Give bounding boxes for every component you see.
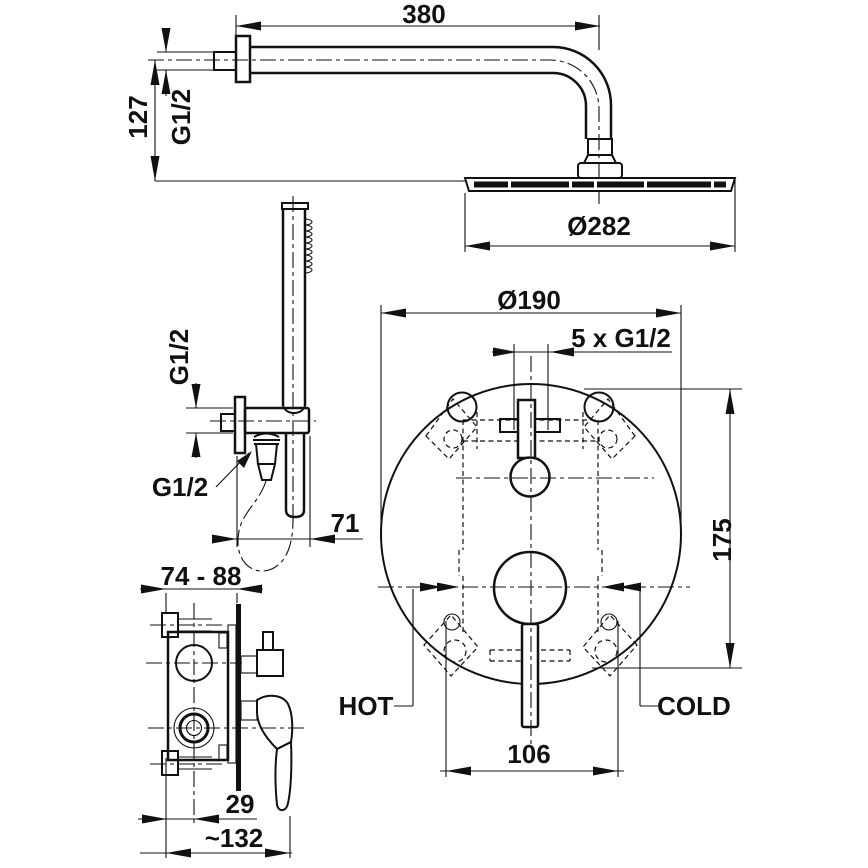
dimension-arm-height: 127 [123,60,465,182]
callout-hose-thread-label: G1/2 [152,472,208,502]
dim-arm-length-label: 380 [402,0,445,29]
dim-arm-height-label: 127 [123,95,153,138]
valve-cartridge-stem [240,700,258,721]
dimension-install-depth: 74 - 88 [140,561,263,612]
dim-head-diameter-label: Ø282 [567,211,631,241]
shower-arm [148,34,613,204]
dim-arm-thread-label: G1/2 [166,89,196,145]
holder-wall-nipple [220,413,236,432]
dim-inlet-spacing-label: 106 [507,739,550,769]
callout-cold: COLD [639,589,731,721]
valve-outlet-stem [262,631,274,651]
flush-plate [378,356,690,745]
callout-hose-thread: G1/2 [152,451,252,502]
dimension-valve-width: ~132 [140,758,292,858]
wand-taper [282,405,306,415]
valve-lever-body [256,694,294,751]
ear-bottom-right [582,613,638,677]
dimension-outlet-offset: 29 [138,789,257,824]
valve-body-box [166,630,230,762]
arm-wall-thread [213,51,237,71]
dim-connections-thread-label: 5 x G1/2 [571,323,671,353]
dim-install-depth-label: 74 - 88 [161,561,242,591]
dimension-holder-depth: 71 [212,436,363,547]
valve-lever-arm [274,740,293,811]
ear-bottom-left [423,613,479,677]
diverter-stem [516,398,537,460]
hand-shower [210,196,316,572]
head-connector-nut [587,138,613,156]
dimension-head-diameter: Ø282 [464,180,736,252]
wand-top-cap [281,202,309,210]
dim-outlet-offset-label: 29 [226,789,255,819]
hose-nut-top [253,432,280,438]
dimension-connections-thread: 5 x G1/2 [492,323,672,430]
mixer-handle-lever [520,622,540,729]
dim-holder-thread-label: G1/2 [164,329,194,385]
wand-grip-ribs [305,218,313,274]
ear-top-left [425,391,478,460]
wand-lower-tube [284,433,306,519]
dimension-inlet-spacing: 106 [420,582,641,777]
dimension-plate-height: 175 [584,388,742,669]
head-plate [463,177,737,192]
mixer-handle-base [492,550,568,626]
arm-tube-inner [250,71,588,139]
dimension-plate-diameter: Ø190 [380,285,682,541]
valve-outlet-block [256,649,284,677]
hose-connector-taper [256,463,277,481]
arm-wall-flange [234,34,252,84]
roughbox-right [597,420,603,634]
valve-screw-bottom [161,750,179,776]
roughbox-left [458,420,464,634]
diverter-knob [509,456,551,498]
dim-plate-height-label: 175 [707,518,737,561]
dim-valve-width-label: ~132 [205,823,264,853]
dim-holder-depth-label: 71 [331,508,360,538]
callout-hot: HOT [339,589,414,721]
head-connector-base [577,162,623,179]
dimension-arm-thread: G1/2 [157,28,215,145]
cold-label: COLD [657,691,731,721]
valve-outlet-port [240,655,258,674]
arm-tube-outer [250,45,613,139]
holder-wall-flange [233,395,247,455]
hot-label: HOT [339,691,394,721]
hose-loop [237,480,294,572]
dimension-arm-length: 380 [235,0,600,50]
mixer-valve-body [146,603,307,826]
head-connector-taper [582,154,618,164]
shower-head [463,138,737,192]
arm-centerline [148,59,600,204]
ear-top-right [583,391,636,460]
hose-connector [254,443,279,465]
dim-plate-diameter-label: Ø190 [497,285,561,315]
dimension-holder-thread: G1/2 [164,329,233,458]
